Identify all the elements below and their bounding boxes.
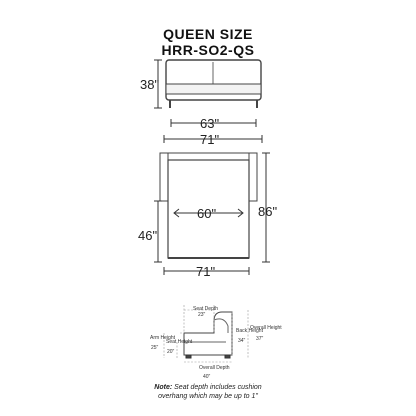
back-height-label: Back Height [236, 328, 264, 334]
note-line-1: Note: Seat depth includes cushion [0, 383, 416, 392]
front-seat-width-label: 63" [200, 116, 219, 131]
size-title: QUEEN SIZE [163, 26, 253, 42]
arm-height-value: 25" [151, 345, 159, 351]
front-overall-width-label: 71" [200, 132, 219, 147]
sofa-side-view [183, 311, 233, 359]
sofa-front-view [165, 59, 262, 108]
bottom-width-label: 71" [196, 264, 215, 279]
back-height-value: 34" [238, 338, 246, 344]
seat-height-value: 20" [167, 349, 175, 355]
overall-depth-value: 40" [203, 374, 211, 380]
seat-height-label: Seat Height [166, 339, 193, 345]
note-text-1: Seat depth includes cushion [174, 384, 262, 391]
model-number: HRR-SO2-QS [161, 42, 255, 58]
seat-depth-value: 23" [198, 312, 206, 318]
overall-depth-label: Overall Depth [199, 365, 230, 371]
open-length-label: 86" [258, 204, 277, 219]
overall-height-label: Overall Height [250, 325, 282, 331]
note-text-2: overhang which may be up to 1" [158, 393, 258, 400]
sofa-bed-top-view [159, 152, 258, 259]
seat-depth-label: Seat Depth [193, 306, 218, 312]
arm-height-label: Arm Height [150, 335, 176, 341]
front-height-label: 38" [140, 77, 159, 92]
closed-depth-label: 46" [138, 228, 157, 243]
note-line-2: overhang which may be up to 1" [0, 392, 416, 401]
overall-height-value: 37" [256, 336, 264, 342]
mattress-width-label: 60" [197, 206, 216, 221]
note-label: Note: [154, 384, 173, 391]
